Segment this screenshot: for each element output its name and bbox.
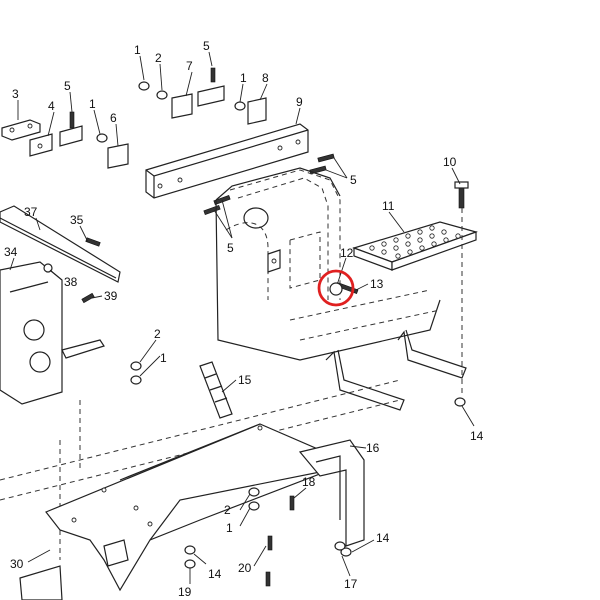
callout-30: 30 bbox=[10, 557, 24, 571]
callout-15: 15 bbox=[238, 373, 252, 387]
channel-bar-part-9 bbox=[145, 123, 335, 216]
callout-5: 5 bbox=[227, 241, 234, 255]
callout-2: 2 bbox=[154, 327, 161, 341]
callout-16: 16 bbox=[366, 441, 380, 455]
callout-34: 34 bbox=[4, 245, 18, 259]
callout-35: 35 bbox=[70, 213, 84, 227]
callout-labels: 1 2 5 7 1 8 3 4 5 1 6 9 5 5 10 11 37 35 … bbox=[4, 39, 484, 599]
left-assembly bbox=[0, 205, 401, 560]
callout-37: 37 bbox=[24, 205, 38, 219]
callout-17: 17 bbox=[344, 577, 358, 591]
fender-part-16 bbox=[19, 423, 365, 600]
callout-5: 5 bbox=[203, 39, 210, 53]
callout-3: 3 bbox=[12, 87, 19, 101]
callout-1: 1 bbox=[160, 351, 167, 365]
callout-1: 1 bbox=[226, 521, 233, 535]
callout-13: 13 bbox=[370, 277, 384, 291]
callout-39: 39 bbox=[104, 289, 118, 303]
callout-8: 8 bbox=[262, 71, 269, 85]
callout-7: 7 bbox=[186, 59, 193, 73]
callout-19: 19 bbox=[178, 585, 192, 599]
callout-1: 1 bbox=[89, 97, 96, 111]
leader-lines bbox=[9, 51, 475, 584]
callout-18: 18 bbox=[302, 475, 316, 489]
callout-5: 5 bbox=[350, 173, 357, 187]
callout-2: 2 bbox=[155, 51, 162, 65]
callout-14: 14 bbox=[470, 429, 484, 443]
callout-14: 14 bbox=[208, 567, 222, 581]
callout-20: 20 bbox=[238, 561, 252, 575]
callout-14: 14 bbox=[376, 531, 390, 545]
callout-38: 38 bbox=[64, 275, 78, 289]
callout-11: 11 bbox=[382, 199, 395, 213]
callout-6: 6 bbox=[110, 111, 117, 125]
callout-2: 2 bbox=[224, 503, 231, 517]
callout-12: 12 bbox=[340, 246, 354, 260]
callout-10: 10 bbox=[443, 155, 457, 169]
upper-hardware bbox=[1, 67, 267, 169]
housing-outline bbox=[215, 167, 441, 361]
step-plate-part-11 bbox=[352, 181, 478, 407]
callout-9: 9 bbox=[296, 95, 303, 109]
callout-5: 5 bbox=[64, 79, 71, 93]
step-bracket bbox=[325, 329, 467, 411]
callout-1: 1 bbox=[240, 71, 247, 85]
callout-1: 1 bbox=[134, 43, 141, 57]
highlight-circle bbox=[317, 269, 355, 307]
callout-4: 4 bbox=[48, 99, 55, 113]
